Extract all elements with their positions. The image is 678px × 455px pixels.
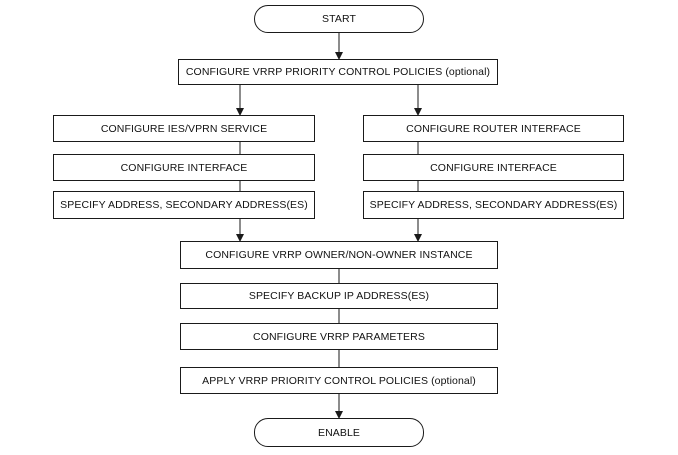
backup-ip-node: SPECIFY BACKUP IP ADDRESS(ES) xyxy=(180,283,498,309)
enable-node: ENABLE xyxy=(254,418,424,447)
left-address-node: SPECIFY ADDRESS, SECONDARY ADDRESS(ES) xyxy=(53,191,315,219)
router-interface-node: CONFIGURE ROUTER INTERFACE xyxy=(363,115,624,142)
right-interface-node: CONFIGURE INTERFACE xyxy=(363,154,624,181)
ies-vprn-service-node: CONFIGURE IES/VPRN SERVICE xyxy=(53,115,315,142)
vrrp-parameters-node: CONFIGURE VRRP PARAMETERS xyxy=(180,323,498,350)
priority-policies-node: CONFIGURE VRRP PRIORITY CONTROL POLICIES… xyxy=(178,59,498,85)
left-interface-node: CONFIGURE INTERFACE xyxy=(53,154,315,181)
vrrp-instance-node: CONFIGURE VRRP OWNER/NON-OWNER INSTANCE xyxy=(180,241,498,269)
apply-policies-node: APPLY VRRP PRIORITY CONTROL POLICIES (op… xyxy=(180,367,498,394)
start-node: START xyxy=(254,5,424,33)
right-address-node: SPECIFY ADDRESS, SECONDARY ADDRESS(ES) xyxy=(363,191,624,219)
